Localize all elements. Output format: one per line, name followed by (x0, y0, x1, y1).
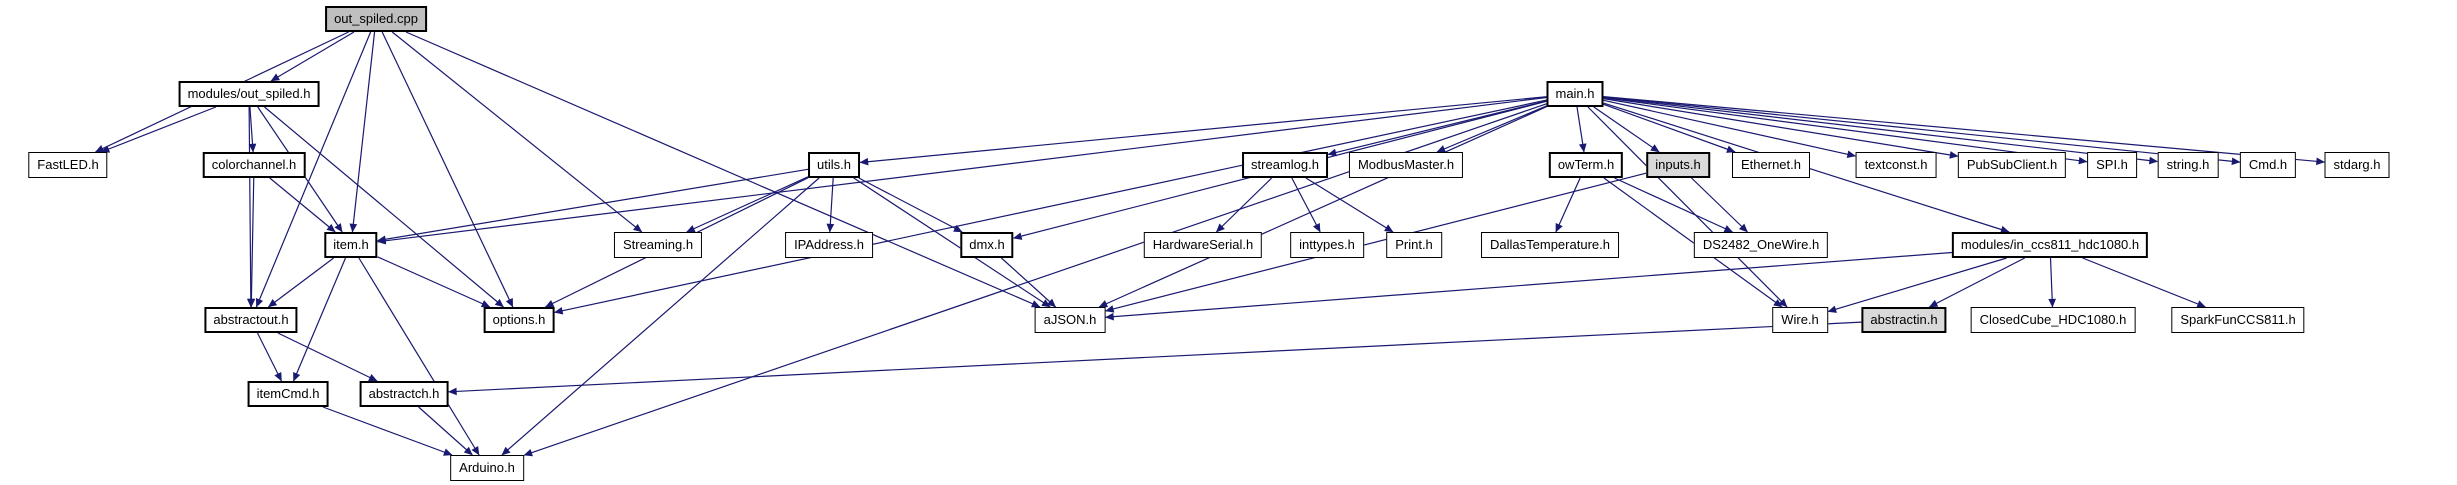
include-edge-out_spiled_cpp-to-item_h (349, 31, 376, 233)
include-edge-modules_out_spiled_h-to-colorchannel_h (248, 106, 257, 153)
include-edge-in_ccs811_hdc1080_h-to-closedcube_hdc1080_h (2048, 257, 2056, 308)
include-edge-item_h-to-abstractout_h (267, 257, 335, 308)
graph-node-pubsubclient_h: PubSubClient.h (1957, 152, 2067, 178)
graph-node-itemcmd_h[interactable]: itemCmd.h (247, 381, 329, 407)
include-edge-owterm_h-to-dallastemperature_h (1555, 177, 1581, 233)
include-edge-item_h-to-itemcmd_h (292, 257, 347, 382)
include-edge-out_spiled_cpp-to-abstractout_h (255, 31, 372, 308)
graph-node-abstractin_h[interactable]: abstractin.h (1861, 307, 1947, 333)
include-edge-main_h-to-item_h (377, 96, 1547, 245)
include-edge-main_h-to-inputs_h (1593, 106, 1660, 153)
graph-node-stdarg_h: stdarg.h (2324, 152, 2390, 178)
include-edge-utils_h-to-ajson_h (853, 177, 1051, 308)
graph-node-abstractout_h[interactable]: abstractout.h (204, 307, 298, 333)
include-edge-main_h-to-options_h (554, 99, 1547, 315)
graph-node-options_h[interactable]: options.h (483, 307, 555, 333)
include-edge-main_h-to-streamlog_h (1327, 100, 1547, 157)
graph-node-colorchannel_h[interactable]: colorchannel.h (202, 152, 306, 178)
graph-node-closedcube_hdc1080_h: ClosedCube_HDC1080.h (1970, 307, 2136, 333)
include-edge-out_spiled_cpp-to-ajson_h (405, 31, 1041, 308)
include-edge-modules_out_spiled_h-to-options_h (264, 106, 504, 308)
include-edge-main_h-to-textconst_h (1603, 99, 1856, 159)
include-edge-main_h-to-ajson_h (1098, 106, 1547, 308)
include-edge-out_spiled_cpp-to-modules_out_spiled_h (270, 31, 355, 82)
include-edge-streamlog_h-to-print_h (1305, 177, 1394, 233)
graph-node-arduino_h: Arduino.h (450, 455, 524, 481)
include-edge-utils_h-to-arduino_h (501, 177, 820, 456)
include-edge-abstractch_h-to-arduino_h (418, 406, 473, 456)
graph-node-spi_h: SPI.h (2087, 152, 2137, 178)
include-edge-main_h-to-cmd_h (1603, 96, 2241, 166)
include-edge-main_h-to-owterm_h (1576, 106, 1587, 153)
graph-node-wire_h: Wire.h (1772, 307, 1828, 333)
graph-node-fastled_h: FastLED.h (28, 152, 108, 178)
include-edge-out_spiled_cpp-to-options_h (381, 31, 514, 308)
include-edge-in_ccs811_hdc1080_h-to-sparkfunccs811_h (2082, 257, 2206, 308)
include-edge-inputs_h-to-ds2482_onewire_h (1691, 177, 1748, 233)
include-edge-item_h-to-arduino_h (358, 257, 480, 456)
graph-node-cmd_h: Cmd.h (2239, 152, 2297, 178)
graph-node-hardwareserial_h: HardwareSerial.h (1143, 232, 1263, 258)
include-edge-modules_out_spiled_h-to-fastled_h (100, 106, 217, 153)
include-edge-modules_out_spiled_h-to-abstractout_h (246, 106, 255, 308)
include-edge-utils_h-to-item_h (377, 168, 809, 244)
graph-node-modules_out_spiled_h[interactable]: modules/out_spiled.h (178, 81, 320, 107)
graph-node-streamlog_h[interactable]: streamlog.h (1242, 152, 1328, 178)
include-edge-inputs_h-to-ajson_h (1105, 172, 1647, 313)
graph-node-modbusmaster_h: ModbusMaster.h (1348, 152, 1464, 178)
graph-node-ethernet_h: Ethernet.h (1732, 152, 1810, 178)
graph-node-inttypes_h: inttypes.h (1290, 232, 1364, 258)
graph-node-item_h[interactable]: item.h (324, 232, 378, 258)
include-edge-main_h-to-spi_h (1603, 97, 2088, 165)
include-edge-owterm_h-to-ds2482_onewire_h (1614, 177, 1733, 233)
include-edge-main_h-to-utils_h (859, 96, 1547, 166)
include-edge-in_ccs811_hdc1080_h-to-ajson_h (1105, 251, 1953, 321)
graph-node-sparkfunccs811_h: SparkFunCCS811.h (2171, 307, 2305, 333)
include-edge-main_h-to-pubsubclient_h (1603, 98, 1959, 159)
include-edge-out_spiled_cpp-to-streaming_h (391, 31, 643, 233)
graph-node-inputs_h[interactable]: inputs.h (1646, 152, 1710, 178)
graph-node-ajson_h: aJSON.h (1034, 307, 1106, 333)
graph-node-streaming_h: Streaming.h (613, 232, 703, 258)
include-edge-utils_h-to-streaming_h (686, 176, 809, 233)
include-edge-main_h-to-modbusmaster_h (1436, 105, 1547, 153)
graph-node-ds2482_onewire_h: DS2482_OneWire.h (1693, 232, 1829, 258)
graph-node-main_h[interactable]: main.h (1546, 81, 1604, 107)
include-edge-colorchannel_h-to-item_h (269, 177, 336, 233)
include-edge-main_h-to-stdarg_h (1603, 95, 2325, 166)
include-edge-item_h-to-options_h (377, 256, 491, 308)
include-edge-colorchannel_h-to-abstractout_h (247, 177, 256, 308)
include-edge-main_h-to-wire_h (1587, 106, 1788, 308)
include-edge-itemcmd_h-to-arduino_h (322, 406, 453, 456)
graph-node-string_h: string.h (2157, 152, 2219, 178)
include-edge-abstractout_h-to-itemcmd_h (256, 332, 283, 382)
include-edge-in_ccs811_hdc1080_h-to-abstractin_h (1928, 257, 2025, 308)
include-edge-streamlog_h-to-inttypes_h (1291, 177, 1321, 233)
include-edge-streamlog_h-to-hardwareserial_h (1215, 177, 1273, 233)
graph-node-ipaddress_h: IPAddress.h (785, 232, 873, 258)
include-edge-main_h-to-string_h (1603, 96, 2158, 165)
graph-node-out_spiled_cpp: out_spiled.cpp (325, 6, 427, 32)
graph-node-print_h: Print.h (1386, 232, 1442, 258)
graph-node-owterm_h[interactable]: owTerm.h (1548, 152, 1624, 178)
include-edge-abstractout_h-to-abstractch_h (277, 332, 378, 382)
include-edge-utils_h-to-dmx_h (858, 177, 963, 233)
include-edge-owterm_h-to-wire_h (1603, 177, 1783, 308)
include-edge-abstractin_h-to-abstractch_h (448, 321, 1862, 396)
graph-node-abstractch_h[interactable]: abstractch.h (359, 381, 449, 407)
graph-node-textconst_h: textconst.h (1855, 152, 1937, 178)
include-edge-main_h-to-ethernet_h (1603, 103, 1736, 153)
include-edge-dmx_h-to-ajson_h (1000, 257, 1057, 308)
graph-node-utils_h[interactable]: utils.h (808, 152, 860, 178)
graph-node-in_ccs811_hdc1080_h[interactable]: modules/in_ccs811_hdc1080.h (1951, 232, 2149, 258)
include-edge-in_ccs811_hdc1080_h-to-wire_h (1827, 257, 2007, 313)
graph-node-dallastemperature_h: DallasTemperature.h (1481, 232, 1619, 258)
graph-node-dmx_h[interactable]: dmx.h (960, 232, 1014, 258)
include-edge-utils_h-to-ipaddress_h (826, 177, 835, 233)
